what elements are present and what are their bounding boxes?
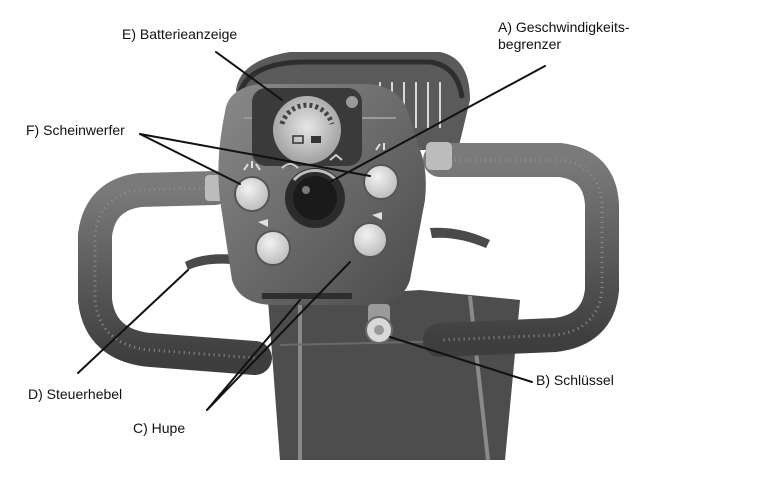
callout-line-e <box>215 51 283 101</box>
headlight-button-left <box>234 176 270 212</box>
callout-line-d <box>77 269 189 374</box>
control-levers <box>185 227 490 270</box>
headlight-button-right <box>363 164 399 200</box>
scooter-deck <box>268 290 520 461</box>
callout-line-a <box>329 65 546 183</box>
right-handlebar <box>423 142 619 357</box>
callout-line-f1 <box>139 133 241 185</box>
callout-lines <box>77 51 546 411</box>
horn-button-left <box>255 230 291 266</box>
label-horn: C) Hupe <box>133 420 186 436</box>
label-battery-indicator: E) Batterieanzeige <box>122 26 238 42</box>
ignition-key <box>365 304 393 344</box>
label-key: B) Schlüssel <box>536 372 614 388</box>
console-buttons <box>234 143 399 266</box>
label-speed-limiter-line2: begrenzer <box>498 36 562 52</box>
horn-button-right <box>352 222 388 258</box>
callout-line-c1 <box>206 299 301 411</box>
callout-line-b <box>389 336 533 383</box>
label-speed-limiter: A) Geschwindigkeits- begrenzer <box>498 19 630 53</box>
callout-line-c2 <box>206 261 351 411</box>
label-speed-limiter-line1: A) Geschwindigkeits- <box>498 19 630 35</box>
label-control-lever: D) Steuerhebel <box>28 386 123 402</box>
label-headlight: F) Scheinwerfer <box>26 122 125 138</box>
callout-line-f2 <box>139 133 371 177</box>
battery-gauge <box>252 88 362 166</box>
